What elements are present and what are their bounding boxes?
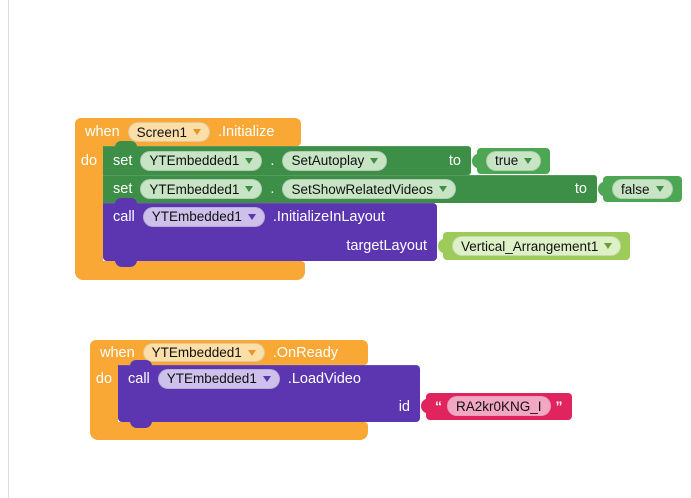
connector-bump: [115, 141, 137, 147]
component-vertical-arrangement1-block[interactable]: Vertical_Arrangement1: [438, 232, 631, 260]
connector-bump: [115, 198, 137, 204]
component-dropdown-vertical-arrangement1[interactable]: Vertical_Arrangement1: [452, 236, 622, 256]
panel-divider: [8, 0, 9, 498]
component-dropdown-label: YTEmbedded1: [151, 209, 242, 224]
video-id-string-block[interactable]: “ RA2kr0KNG_I ”: [421, 392, 572, 420]
component-dropdown-label: YTEmbedded1: [149, 181, 240, 197]
property-dropdown-setshowrelatedvideos[interactable]: SetShowRelatedVideos: [282, 179, 457, 199]
component-dropdown-ytembedded1[interactable]: YTEmbedded1: [142, 206, 265, 227]
method-label: .InitializeInLayout: [272, 208, 385, 225]
set-autoplay-block[interactable]: set YTEmbedded1 . SetAutoplay to true: [103, 141, 551, 175]
dropdown-icon[interactable]: [247, 349, 256, 356]
targetlayout-param-label: targetLayout: [346, 237, 427, 254]
do-slot[interactable]: do: [90, 365, 118, 422]
to-label: to: [574, 181, 587, 197]
when-screen1-initialize-header[interactable]: when Screen1 .Initialize: [75, 118, 301, 146]
to-label: to: [448, 152, 461, 169]
component-dropdown-ytembedded1[interactable]: YTEmbedded1: [140, 150, 263, 171]
property-dropdown-label: SetAutoplay: [291, 153, 365, 168]
logic-value-label: false: [621, 181, 650, 197]
set-label: set: [113, 181, 133, 197]
dropdown-icon[interactable]: [439, 186, 448, 192]
logic-value-label: true: [495, 153, 519, 168]
dropdown-icon[interactable]: [245, 186, 254, 192]
plug-connector: [472, 153, 480, 168]
dropdown-icon[interactable]: [370, 157, 379, 164]
connector-bump: [115, 260, 137, 267]
property-dropdown-label: SetShowRelatedVideos: [291, 181, 434, 197]
dropdown-icon[interactable]: [245, 157, 254, 164]
string-text-field[interactable]: RA2kr0KNG_I: [447, 396, 551, 416]
logic-false-dropdown[interactable]: false: [612, 179, 673, 199]
component-dropdown-label: YTEmbedded1: [149, 153, 240, 168]
dropdown-icon[interactable]: [655, 186, 664, 192]
component-dropdown-label: YTEmbedded1: [151, 345, 242, 360]
call-label: call: [113, 208, 135, 225]
do-slot[interactable]: do: [75, 146, 103, 261]
component-dropdown-ytembedded1[interactable]: YTEmbedded1: [140, 179, 263, 199]
dropdown-icon[interactable]: [262, 375, 271, 382]
property-dropdown-setautoplay[interactable]: SetAutoplay: [282, 150, 388, 171]
component-dropdown-screen1[interactable]: Screen1: [127, 122, 210, 142]
component-dropdown-ytembedded1[interactable]: YTEmbedded1: [142, 343, 265, 362]
plug-connector: [598, 181, 606, 197]
dropdown-icon[interactable]: [604, 243, 613, 249]
plug-connector: [421, 398, 429, 414]
plug-connector: [438, 238, 446, 254]
set-label: set: [113, 152, 133, 169]
method-label: .LoadVideo: [287, 370, 361, 387]
set-block-body[interactable]: set YTEmbedded1 . SetAutoplay to: [103, 146, 471, 175]
dropdown-icon[interactable]: [247, 213, 256, 220]
do-label: do: [80, 152, 98, 169]
do-label: do: [95, 370, 113, 387]
dot-separator: .: [270, 181, 275, 197]
component-dropdown-label: Vertical_Arrangement1: [461, 238, 599, 254]
dropdown-icon[interactable]: [524, 157, 533, 164]
connector-bump: [130, 360, 152, 366]
when-label: when: [100, 344, 135, 361]
close-quote: ”: [555, 398, 563, 414]
when-ytembedded1-onready-header[interactable]: when YTEmbedded1 .OnReady: [90, 340, 368, 365]
set-showrelatedvideos-block[interactable]: set YTEmbedded1 . SetShowRelatedVideos t…: [103, 175, 682, 203]
set-block-body[interactable]: set YTEmbedded1 . SetShowRelatedVideos t…: [103, 175, 597, 203]
logic-true-block[interactable]: true: [472, 147, 551, 174]
block-footer[interactable]: [90, 422, 368, 440]
when-label: when: [85, 124, 120, 140]
dot-separator: .: [270, 152, 275, 169]
dropdown-icon[interactable]: [192, 129, 201, 135]
open-quote: “: [435, 398, 442, 414]
block-footer[interactable]: [75, 261, 305, 280]
call-initializeinlayout-block[interactable]: call YTEmbedded1 .InitializeInLayout tar…: [103, 198, 631, 267]
logic-true-dropdown[interactable]: true: [486, 150, 542, 171]
id-param-label: id: [398, 399, 410, 415]
logic-false-block[interactable]: false: [598, 176, 682, 202]
component-dropdown-label: YTEmbedded1: [166, 371, 257, 386]
component-dropdown-ytembedded1[interactable]: YTEmbedded1: [157, 368, 280, 389]
call-label: call: [128, 370, 150, 387]
connector-bump: [130, 421, 152, 428]
component-dropdown-label: Screen1: [136, 124, 187, 140]
event-label: .Initialize: [217, 124, 275, 140]
event-label: .OnReady: [272, 344, 339, 361]
call-loadvideo-block[interactable]: call YTEmbedded1 .LoadVideo id “ RA2kr0K…: [118, 360, 572, 428]
